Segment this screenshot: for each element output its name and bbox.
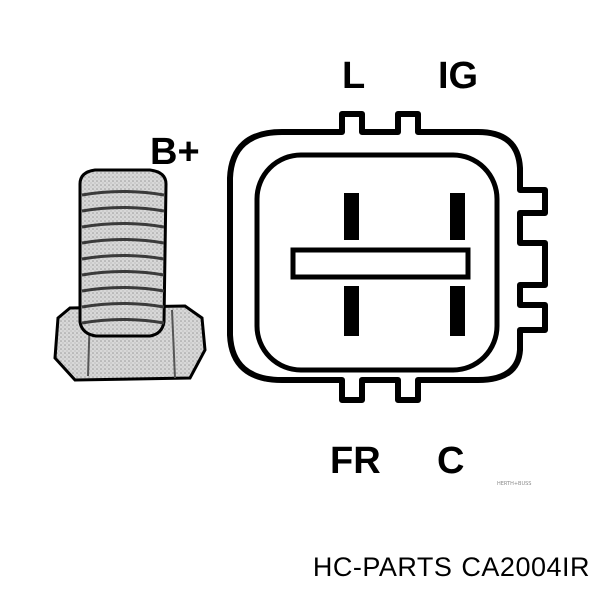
label-b-plus: B+	[150, 131, 200, 173]
pin-ig	[450, 193, 465, 240]
threaded-shaft	[78, 168, 168, 338]
label-fr: FR	[330, 440, 381, 482]
pin-c	[450, 286, 465, 336]
pin-fr	[344, 286, 359, 336]
caption-part-number: CA2004IR	[461, 552, 590, 582]
b-plus-terminal-stud	[53, 168, 207, 382]
caption: HC-PARTS CA2004IR	[313, 552, 590, 583]
caption-brand: HC-PARTS	[312, 552, 453, 582]
key-bar	[290, 247, 471, 280]
pin-l	[344, 193, 359, 240]
label-ig: IG	[438, 55, 479, 97]
label-l: L	[342, 55, 366, 97]
label-c: C	[437, 440, 465, 482]
watermark: HERTH+BUSS	[497, 481, 532, 487]
connector-housing	[227, 111, 548, 403]
